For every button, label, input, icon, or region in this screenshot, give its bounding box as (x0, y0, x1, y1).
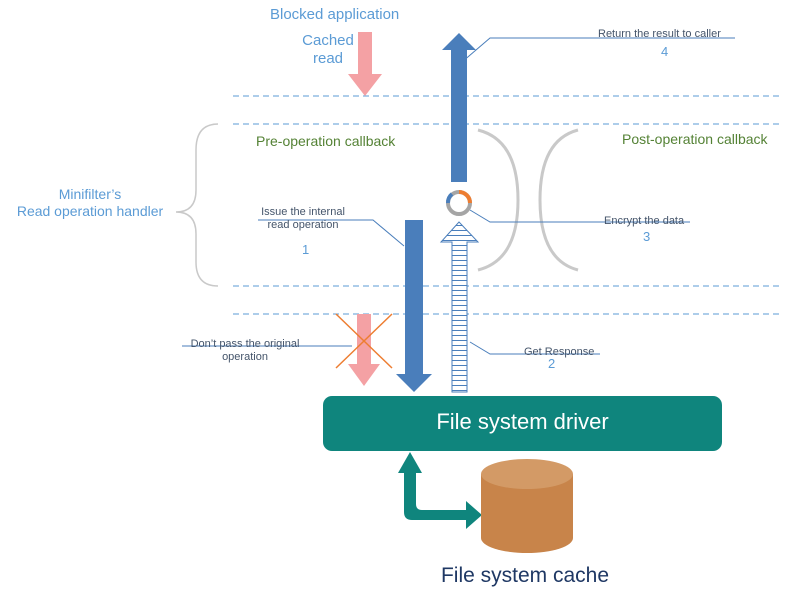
cached-read-label: Cached read (302, 32, 354, 67)
encrypt-data-label: Encrypt the data (604, 215, 685, 227)
callout-get-response (469, 341, 600, 355)
step-2-number: 2 (548, 356, 556, 371)
file-system-cache-label: File system cache (440, 564, 610, 587)
file-system-driver-box (323, 396, 722, 451)
cached-read-arrow (348, 32, 382, 96)
issue-internal-read-label: Issue the internal read operation (261, 206, 345, 232)
dashed-boundary-lines (233, 95, 780, 315)
file-system-driver-label: File system driver (436, 409, 609, 434)
internal-read-arrow (396, 220, 432, 392)
step-3-number: 3 (643, 229, 651, 244)
get-response-arrow (439, 221, 480, 393)
driver-cache-arrow (398, 452, 482, 529)
step-1-number: 1 (302, 242, 310, 257)
minifilter-handler-label: Minifilter’s Read operation handler (16, 186, 164, 219)
blocked-application-label: Blocked application (270, 6, 400, 23)
original-operation-arrow (348, 314, 380, 386)
post-operation-callback-label: Post-operation callback (622, 131, 768, 147)
blocked-cross (335, 313, 393, 369)
return-result-arrow (442, 33, 476, 182)
callout-encrypt (469, 209, 690, 223)
minifilter-brace (175, 123, 219, 287)
callout-issue-read (258, 219, 405, 247)
refresh-cycle-icon (446, 190, 472, 216)
pre-operation-callback-label: Pre-operation callback (256, 133, 396, 149)
return-result-label: Return the result to caller (598, 28, 721, 40)
callout-return-result (461, 37, 735, 63)
post-callback-left-paren (477, 128, 520, 272)
step-4-number: 4 (661, 44, 669, 59)
get-response-label: Get Response (524, 346, 595, 358)
file-system-cache-cylinder (481, 459, 573, 553)
dont-pass-original-label: Don’t pass the original operation (190, 338, 300, 364)
post-callback-right-paren (538, 128, 579, 272)
